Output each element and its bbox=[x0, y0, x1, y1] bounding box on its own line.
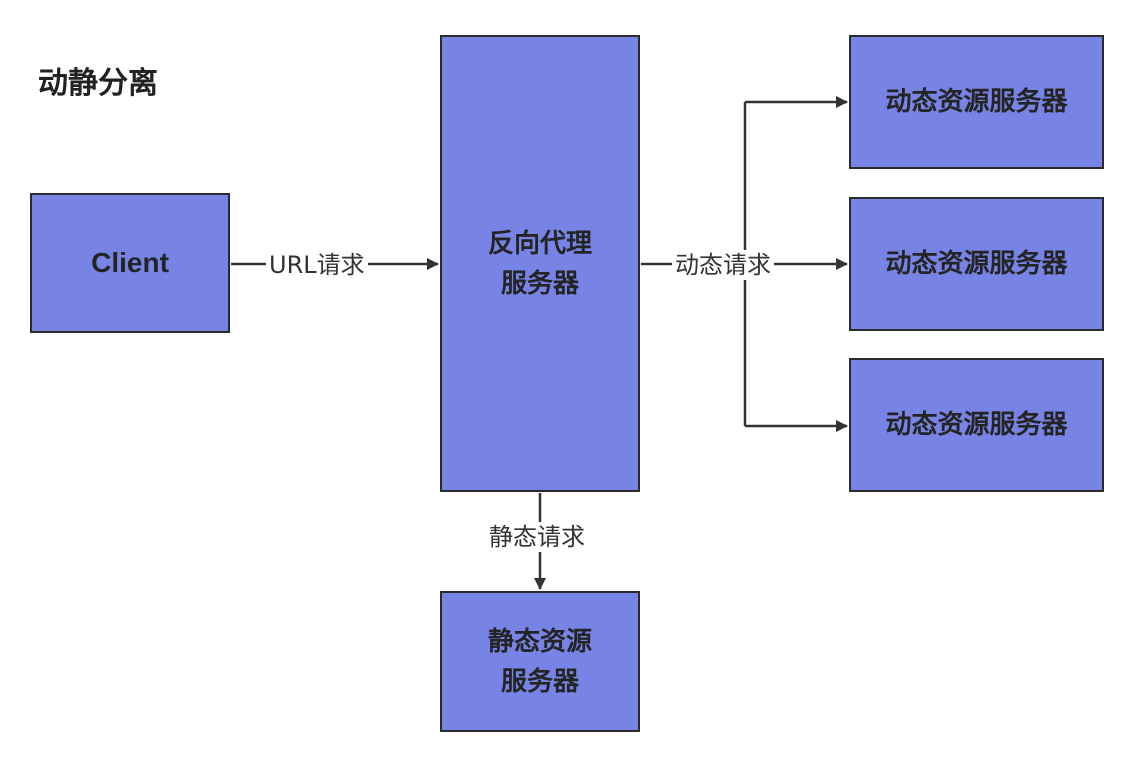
node-dynamic-resource-server-1: 动态资源服务器 bbox=[849, 35, 1104, 169]
node-reverse-proxy-label: 反向代理 服务器 bbox=[487, 228, 592, 299]
node-static-resource-label: 静态资源 服务器 bbox=[487, 626, 592, 697]
edge-label-static-request: 静态请求 bbox=[486, 522, 588, 552]
node-dynamic-resource-server-3: 动态资源服务器 bbox=[849, 358, 1104, 492]
edge-label-url-request: URL请求 bbox=[266, 250, 368, 280]
node-reverse-proxy-server: 反向代理 服务器 bbox=[440, 35, 640, 492]
edge-label-dynamic-request: 动态请求 bbox=[672, 250, 774, 280]
node-static-resource-server: 静态资源 服务器 bbox=[440, 591, 640, 732]
node-dynamic-resource-label-2: 动态资源服务器 bbox=[885, 249, 1068, 279]
node-client-label: Client bbox=[91, 247, 169, 278]
node-dynamic-resource-label-1: 动态资源服务器 bbox=[885, 87, 1068, 117]
node-client: Client bbox=[30, 193, 230, 333]
node-dynamic-resource-label-3: 动态资源服务器 bbox=[885, 410, 1068, 440]
diagram-title: 动静分离 bbox=[38, 66, 158, 101]
node-dynamic-resource-server-2: 动态资源服务器 bbox=[849, 197, 1104, 331]
